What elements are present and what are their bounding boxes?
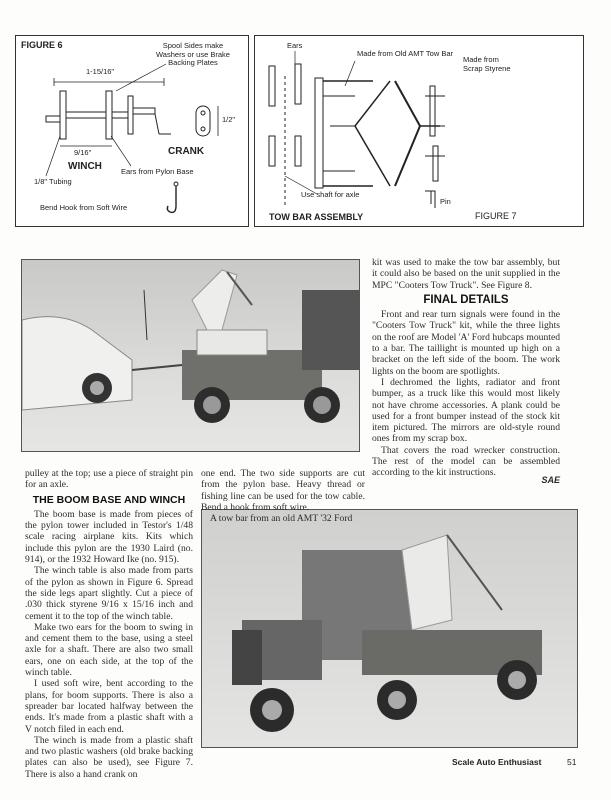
styrene-label: Made from Scrap Styrene xyxy=(463,55,511,73)
figure-6-drawing xyxy=(45,63,219,214)
figure-6-box: FIGURE 6 Spool Sides make Washers or use… xyxy=(15,35,249,227)
section-heading-final-details: FINAL DETAILS xyxy=(423,293,509,306)
photo-wrecker-front-illustration xyxy=(232,534,542,732)
article-column-middle: one end. The two side supports are cut f… xyxy=(201,468,365,524)
paragraph: Front and rear turn signals were found i… xyxy=(372,309,560,377)
figure-7-drawing xyxy=(268,51,445,208)
footer-page-number: 51 xyxy=(567,757,577,767)
photo-wrecker-illustration xyxy=(22,269,359,423)
paragraph: That covers the road wrecker constructio… xyxy=(372,444,560,479)
paragraph: pulley at the top; use a piece of straig… xyxy=(25,468,193,491)
footer-magazine-name: Scale Auto Enthusiast xyxy=(452,757,542,767)
paragraph: Make two ears for the boom to swing in a… xyxy=(25,621,193,679)
article-column-left: pulley at the top; use a piece of straig… xyxy=(25,468,193,780)
paragraph: I used soft wire, bent according to the … xyxy=(25,678,193,735)
tow-bar-assembly-label: TOW BAR ASSEMBLY xyxy=(269,212,364,222)
section-heading-boom-base: THE BOOM BASE AND WINCH xyxy=(32,493,186,506)
paragraph: kit was used to make the tow bar assembl… xyxy=(372,257,560,291)
winch-label: WINCH xyxy=(68,161,102,172)
dim-width-label: 1-15/16" xyxy=(86,67,115,76)
dim-half-label: 1/2" xyxy=(222,115,236,124)
figure-7-box: Ears Made from Old AMT Tow Bar Made from… xyxy=(254,35,584,227)
hook-label: Bend Hook from Soft Wire xyxy=(40,203,128,212)
figure-6-title: FIGURE 6 xyxy=(21,40,63,50)
shaft-label: Use shaft for axle xyxy=(301,190,360,199)
signoff: SAE xyxy=(541,474,560,485)
paragraph: one end. The two side supports are cut f… xyxy=(201,468,365,513)
photo-wrecker-towing-car xyxy=(21,259,360,452)
paragraph: A tow bar from an old AMT '32 Ford xyxy=(210,513,353,525)
paragraph: The winch table is also made from parts … xyxy=(25,565,193,622)
article-column-right-top: kit was used to make the tow bar assembl… xyxy=(372,257,560,486)
amt-label: Made from Old AMT Tow Bar xyxy=(357,49,454,58)
tubing-label: 1/8" Tubing xyxy=(34,177,72,186)
figure-7-title: FIGURE 7 xyxy=(475,211,517,221)
photo-wrecker-front xyxy=(201,509,578,748)
paragraph: The winch is made from a plastic shaft a… xyxy=(25,734,193,780)
dim-inner-label: 9/16" xyxy=(74,148,92,157)
ears-label-fig7: Ears xyxy=(287,41,303,50)
pin-label: Pin xyxy=(440,197,451,206)
crank-label: CRANK xyxy=(168,146,205,157)
ears-label: Ears from Pylon Base xyxy=(121,167,194,176)
paragraph: I dechromed the lights, radiator and fro… xyxy=(372,376,560,445)
spool-label: Spool Sides make Washers or use Brake Ba… xyxy=(156,41,230,68)
paragraph: The boom base is made from pieces of the… xyxy=(25,508,193,566)
